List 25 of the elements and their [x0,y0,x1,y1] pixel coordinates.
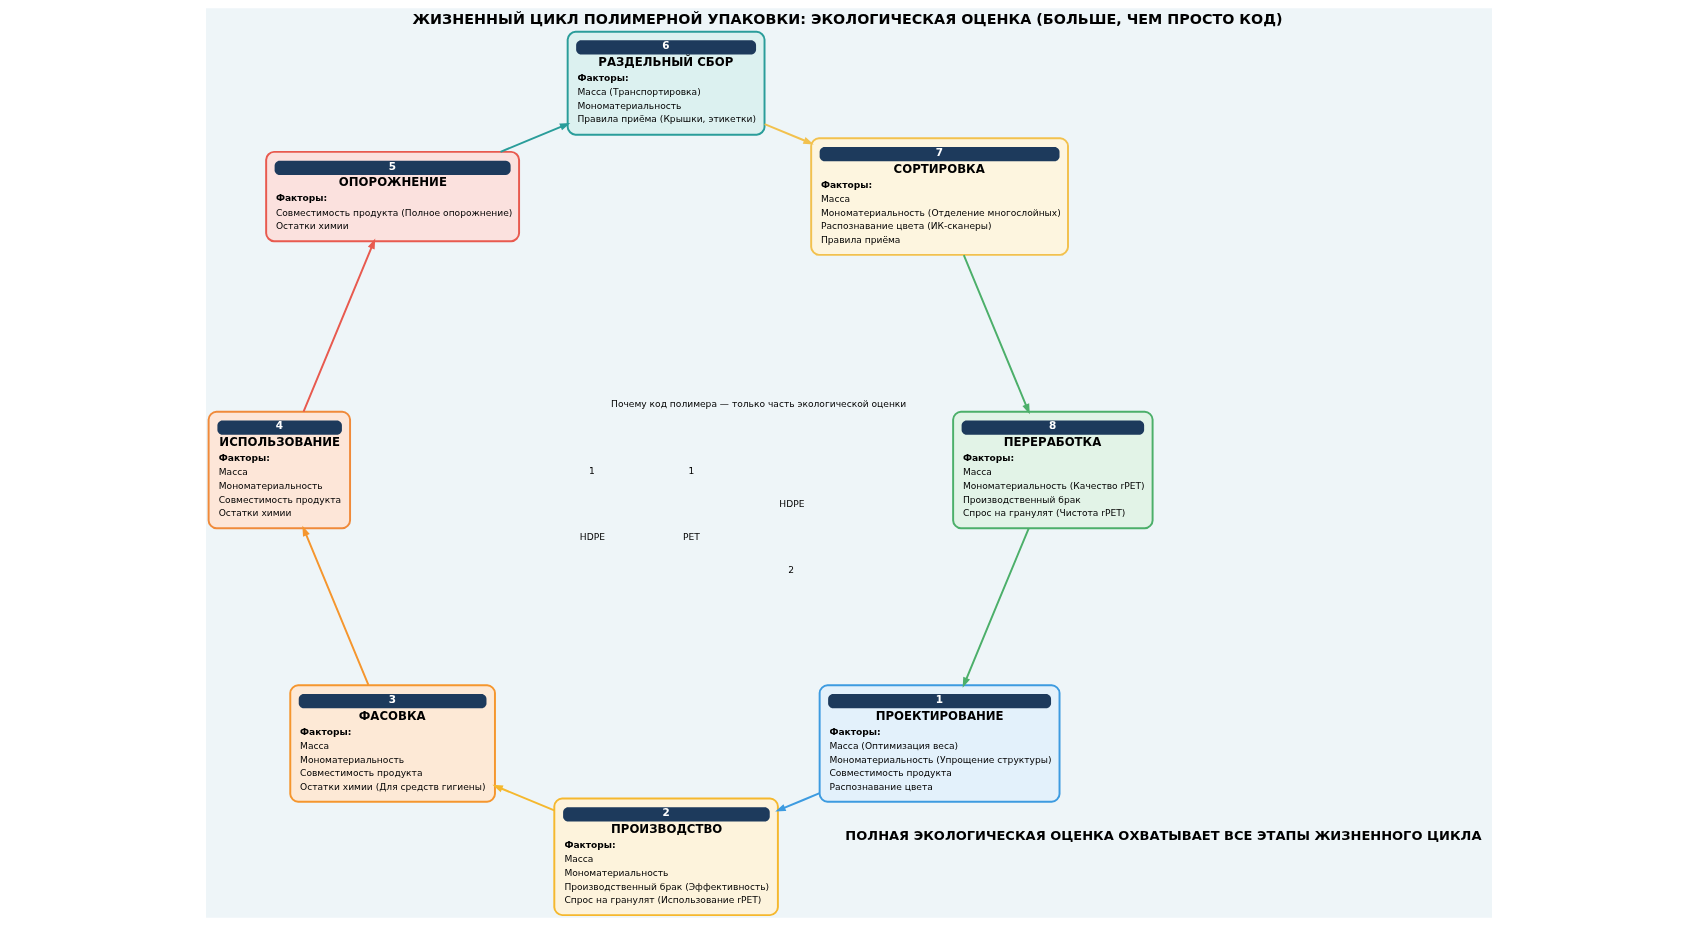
arrow [302,525,370,686]
node-box: 8 ПЕРЕРАБОТКА Факторы: Масса Мономатериальность (Качество rPET) Производственный брак Спрос на гранулят (Чистота rPET) [952,410,1154,530]
arrow [492,784,556,812]
node-box: 2 ПРОИЗВОДСТВО Факторы: Масса Мономатериальность Производственный брак (Эффективность) Спрос на гранулят (Использование rPET) [553,797,779,917]
node-box: 3 ФАСОВКА Факторы: Масса Мономатериальность Совместимость продукта Остатки химии (Для средств гигиены) [289,684,496,803]
arrow [302,238,376,413]
label: 1 [688,465,695,476]
arrow [775,792,821,812]
label: Почему код полимера — только часть экологической оценки [611,399,907,410]
arrow [763,123,814,145]
node-box: 4 ИСПОЛЬЗОВАНИЕ Факторы: Масса Мономатериальность Совместимость продукта Остатки химии [207,410,352,530]
arrow [962,527,1030,688]
label: 1 [588,465,595,476]
node-box: 1 ПРОЕКТИРОВАНИЕ Факторы: Масса (Оптимизация веса) Мономатериальность (Упрощение структуры) Совместимость продукта Распознавание цвета [818,684,1061,803]
arrow [962,254,1030,415]
arrow [499,122,571,153]
label: HDPE [579,532,605,543]
label: PET [683,532,700,543]
diagram-title: ЖИЗНЕННЫЙ ЦИКЛ ПОЛИМЕРНОЙ УПАКОВКИ: ЭКОЛОГИЧЕСКАЯ ОЦЕНКА (БОЛЬШЕ, ЧЕМ ПРОСТО КОД) [412,11,1283,28]
node-box: 5 ОПОРОЖНЕНИЕ Факторы: Совместимость продукта (Полное опорожнение) Остатки химии [265,150,521,243]
label: HDPE [779,498,805,509]
node-box: 6 РАЗДЕЛЬНЫЙ СБОР Факторы: Масса (Транспортировка) Мономатериальность Правила приёма (Крышки, этикетки) [566,30,766,136]
label: 2 [788,565,795,576]
node-box: 7 СОРТИРОВКА Факторы: Масса Мономатериальность (Отделение многослойных) Распознавание цвета (ИК-сканеры) Правила приёма [810,137,1069,256]
caption: ПОЛНАЯ ЭКОЛОГИЧЕСКАЯ ОЦЕНКА ОХВАТЫВАЕТ ВСЕ ЭТАПЫ ЖИЗНЕННОГО ЦИКЛА [845,827,1482,843]
